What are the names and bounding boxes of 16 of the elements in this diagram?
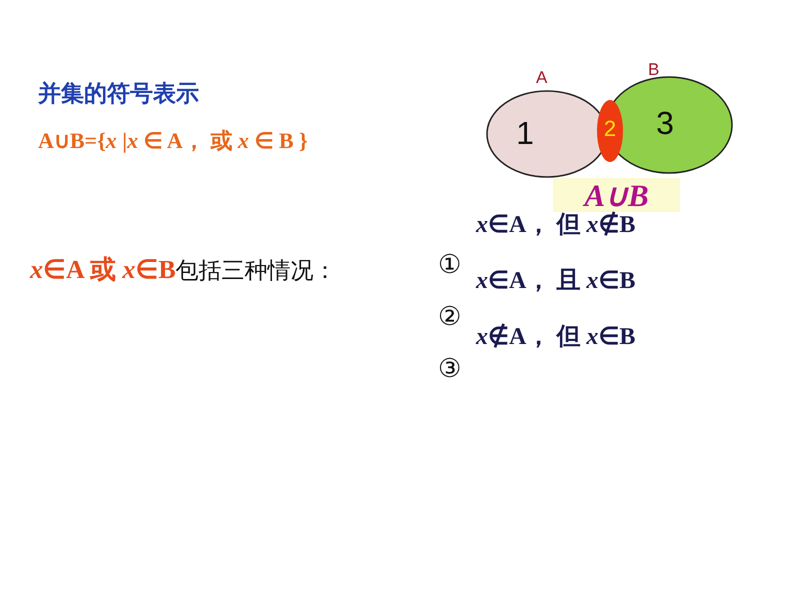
set-label: B [648, 60, 660, 80]
case-text: x∈A， 且 x∈B [476, 267, 636, 296]
region-number: 2 [604, 116, 616, 142]
case-text: x∉A， 但 x∈B [476, 322, 636, 352]
region-number: 1 [516, 114, 534, 152]
union-formula: A∪B={x |x ∈ A， 或 x ∈ B } [38, 127, 308, 155]
heading: 并集的符号表示 [38, 80, 199, 109]
case-text: x∈A， 但 x∉B [476, 210, 636, 240]
set-label: A [536, 68, 548, 88]
circled-number: ① [438, 250, 462, 280]
condition-text: x∈A 或 x∈B [30, 254, 176, 286]
region-number: 3 [656, 104, 674, 142]
condition-text: 包括三种情况： [176, 257, 337, 286]
circled-number: ② [438, 302, 462, 332]
circled-number: ③ [438, 354, 462, 384]
union-label: A∪B [553, 178, 680, 212]
